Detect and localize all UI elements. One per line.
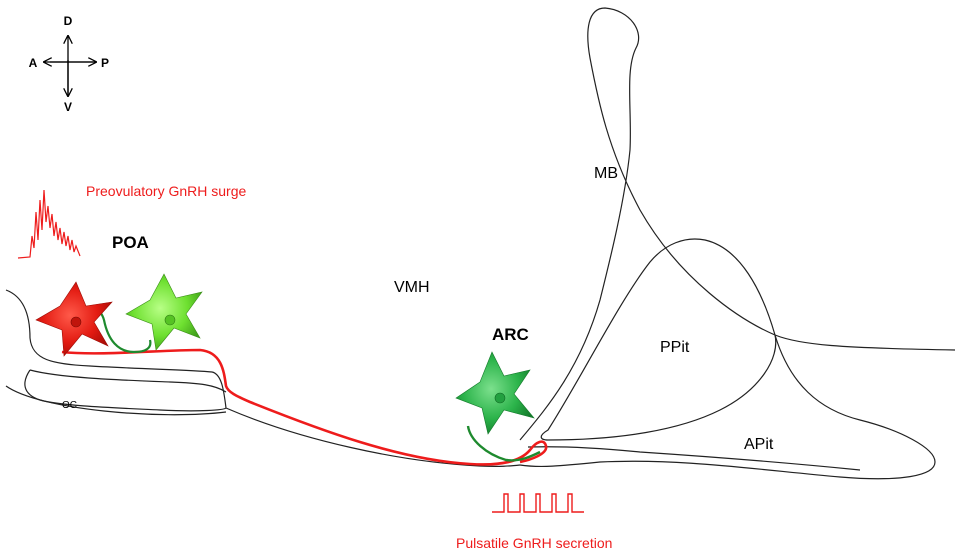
orientation-compass: D V A P [29, 14, 109, 114]
arc-green-neuron [455, 351, 535, 435]
surge-label: Preovulatory GnRH surge [86, 183, 247, 199]
compass-dorsal-label: D [64, 14, 73, 28]
surge-waveform [17, 189, 81, 259]
compass-ventral-label: V [64, 100, 72, 114]
optic-chiasm-lower-outline [24, 369, 227, 412]
oc-label: OC [62, 400, 77, 411]
poa-label: POA [112, 233, 149, 252]
compass-anterior-label: A [29, 56, 38, 70]
poa-red-neuron [35, 281, 113, 357]
arc-green-axon [466, 425, 541, 462]
brain-outline [5, 7, 956, 480]
apit-label: APit [744, 436, 774, 453]
poa-red-nucleus [70, 316, 82, 328]
pituitary-lower-outline [519, 334, 936, 480]
ventral-surface-outline [5, 385, 227, 416]
arc-label: ARC [492, 325, 529, 344]
posterior-pituitary-outline [540, 238, 777, 441]
pulsatile-label: Pulsatile GnRH secretion [456, 535, 612, 551]
compass-posterior-label: P [101, 56, 109, 70]
poa-green-neuron [125, 273, 203, 351]
pulsatile-waveform [492, 493, 584, 513]
infundibulum-outline [527, 446, 861, 471]
mb-label: MB [594, 165, 618, 182]
midbrain-outline [519, 7, 956, 441]
arc-green-nucleus [494, 392, 506, 404]
hypothalamus-floor-outline [5, 289, 521, 468]
poa-gnrh-axon [61, 348, 548, 466]
ppit-label: PPit [660, 339, 690, 356]
poa-green-nucleus [164, 314, 176, 326]
vmh-label: VMH [394, 279, 430, 296]
optic-chiasm-upper-outline [29, 369, 227, 393]
